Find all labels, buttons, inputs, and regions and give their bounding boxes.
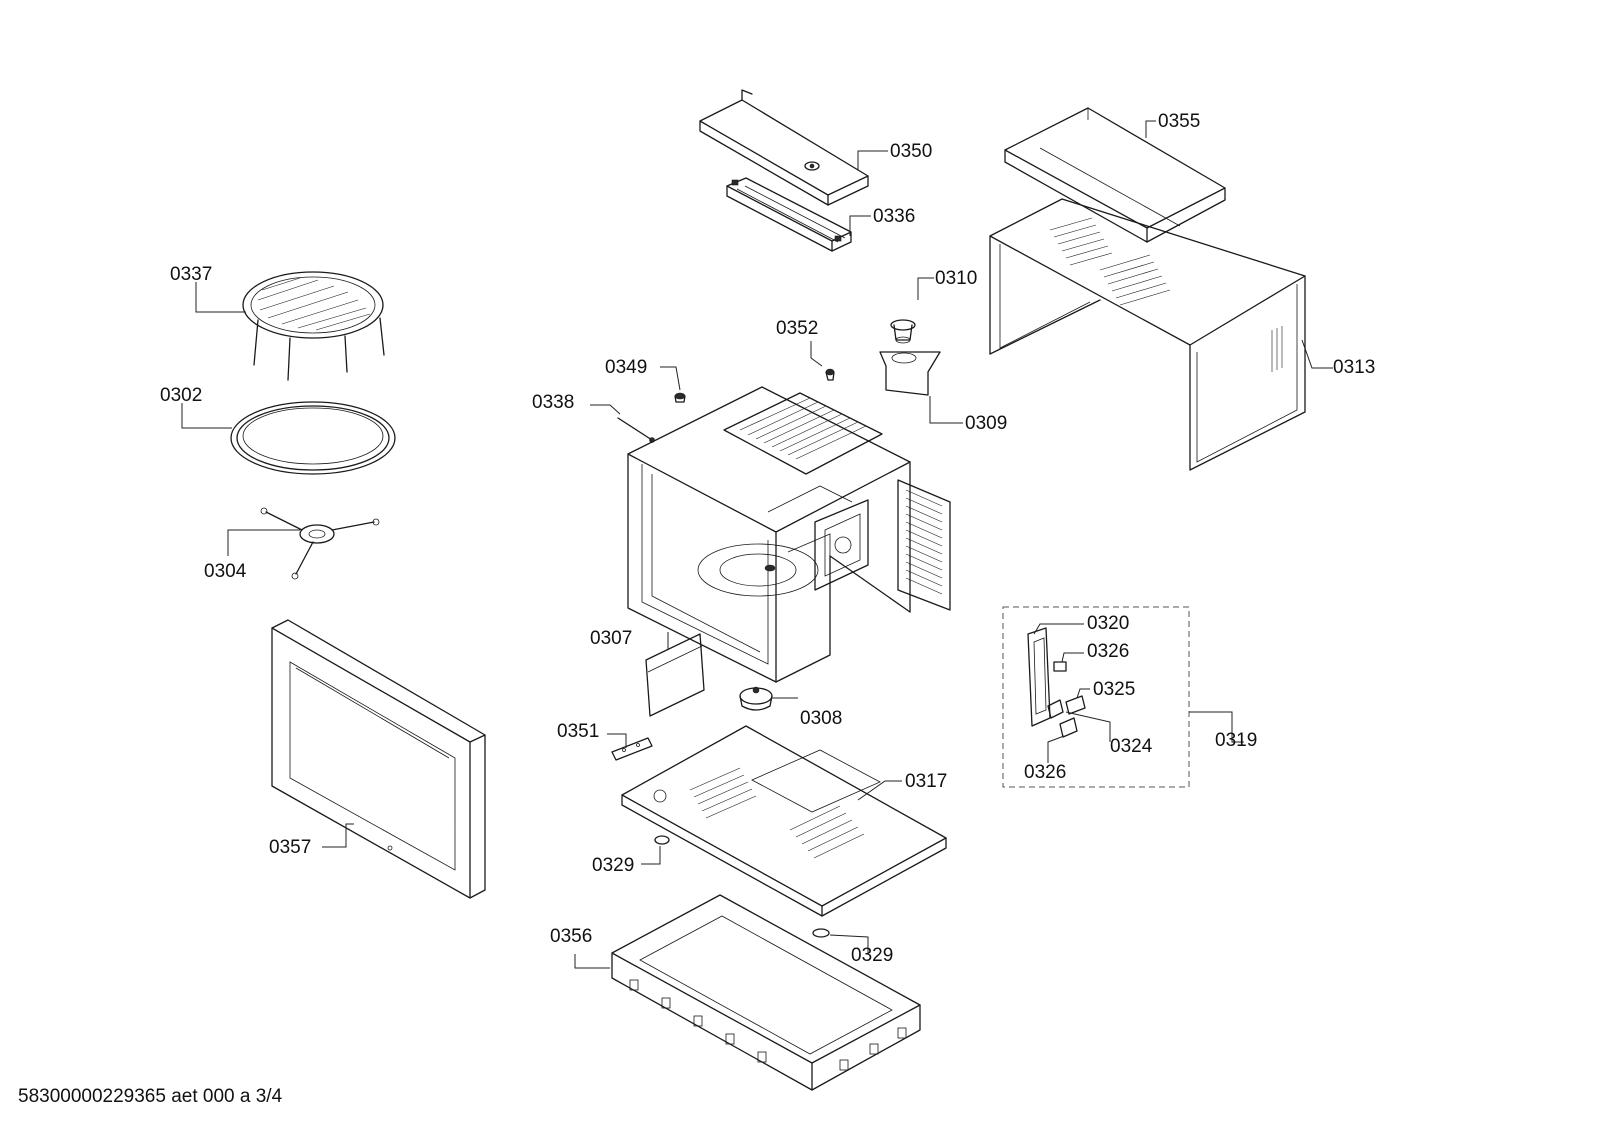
callout-0307: 0307 (590, 628, 632, 649)
callout-0329-b: 0329 (851, 945, 893, 966)
callout-0304: 0304 (204, 561, 247, 582)
callout-0357: 0357 (269, 837, 311, 858)
callout-0302: 0302 (160, 385, 202, 406)
part-0350-cover-plate (699, 89, 869, 206)
callout-0319: 0319 (1215, 730, 1257, 751)
callout-0336: 0336 (873, 206, 915, 227)
callout-0310: 0310 (935, 268, 977, 289)
callout-0320: 0320 (1087, 613, 1129, 634)
callout-0355: 0355 (1158, 111, 1200, 132)
part-0357-door-frame (271, 619, 486, 899)
part-0326-switch-a (1053, 661, 1067, 672)
part-0304-roller-support (260, 507, 380, 580)
part-0309-lamp-cover (879, 351, 941, 396)
part-0308-turntable-motor (739, 686, 773, 711)
part-0324-switch (1047, 699, 1064, 719)
callout-0352: 0352 (776, 318, 818, 339)
callout-labels: 0350 0336 0355 0313 0310 0309 0352 0349 … (160, 111, 1375, 966)
callout-0351: 0351 (557, 721, 599, 742)
part-0351-bracket (611, 737, 653, 761)
part-0336-heater-bracket (726, 177, 852, 252)
callout-0309: 0309 (965, 413, 1007, 434)
part-0302-turntable-plate (230, 401, 396, 475)
part-0349-plug (674, 392, 686, 403)
part-0337-grill-rack (242, 271, 385, 381)
callout-0338: 0338 (532, 392, 574, 413)
callout-0326-a: 0326 (1087, 641, 1129, 662)
part-0325-switch (1065, 695, 1086, 715)
part-0310-lamp-holder (890, 319, 916, 344)
document-id-footer: 58300000229365 aet 000 a 3/4 (18, 1086, 283, 1107)
part-0352-screw (825, 368, 835, 381)
part-0329-foot-b (812, 928, 830, 938)
part-0355-top-duct (1004, 107, 1226, 243)
part-0307-mica-cover (645, 633, 705, 717)
callout-0350: 0350 (890, 141, 932, 162)
part-0320-switch-holder (1027, 627, 1051, 727)
callout-0329-a: 0329 (592, 855, 634, 876)
callout-0356: 0356 (550, 926, 592, 947)
part-0319-switch-group-frame (1002, 606, 1190, 788)
part-0313-outer-housing (989, 198, 1306, 471)
part-0317-base-plate (621, 725, 947, 917)
part-0329-foot-a (654, 835, 670, 845)
callout-0349: 0349 (605, 357, 647, 378)
callout-0324: 0324 (1110, 736, 1153, 757)
callout-0313: 0313 (1333, 357, 1375, 378)
leader-lines (181, 120, 1333, 969)
part-0338-pin (617, 417, 655, 443)
main-cavity-assembly (627, 386, 951, 683)
part-0326-switch-b (1059, 717, 1078, 738)
callout-0325: 0325 (1093, 679, 1135, 700)
callout-0317: 0317 (905, 771, 947, 792)
callout-0308: 0308 (800, 708, 842, 729)
callout-0337: 0337 (170, 264, 212, 285)
callout-0326-b: 0326 (1024, 762, 1066, 783)
part-0356-bottom-tray (611, 894, 921, 1091)
